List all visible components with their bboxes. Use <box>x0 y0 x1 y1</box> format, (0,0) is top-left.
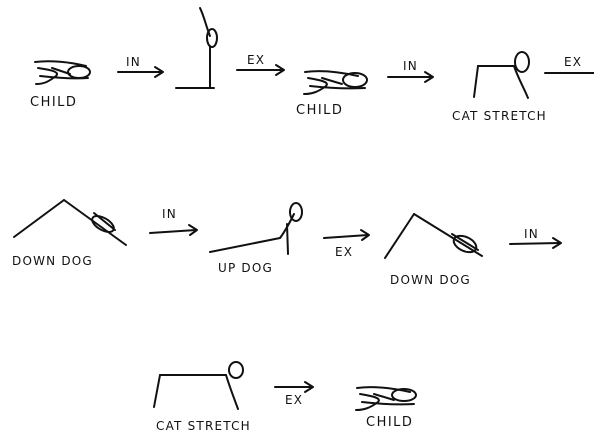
up-dog-figure <box>210 203 302 254</box>
cat-stretch-figure <box>154 362 243 409</box>
pose-label-child: CHILD <box>30 96 77 109</box>
arrow-right <box>324 235 368 238</box>
pose-label-child: CHILD <box>296 104 343 117</box>
pose-label-up-dog: UP DOG <box>218 262 273 274</box>
child-pose-figure <box>304 71 367 94</box>
breath-label-ex: EX <box>285 394 303 406</box>
child-pose-figure <box>35 61 90 84</box>
breath-label-in: IN <box>524 228 539 240</box>
breath-label-in: IN <box>162 208 177 220</box>
breath-label-in: IN <box>126 56 141 68</box>
pose-label-down-dog: DOWN DOG <box>12 255 93 267</box>
down-dog-figure <box>14 200 126 245</box>
pose-label-child: CHILD <box>366 416 413 429</box>
pose-label-cat-stretch: CAT STRETCH <box>452 110 547 122</box>
breath-label-ex: EX <box>335 246 353 258</box>
cat-stretch-figure <box>474 52 529 98</box>
breath-label-in: IN <box>403 60 418 72</box>
down-dog-figure <box>385 214 482 258</box>
child-pose-figure <box>356 387 416 410</box>
standing-figure <box>176 8 217 88</box>
arrow-right <box>510 243 560 244</box>
breath-label-ex: EX <box>247 54 265 66</box>
arrow-right <box>150 230 196 233</box>
breath-label-ex: EX <box>564 56 582 68</box>
pose-label-cat-stretch: CAT STRETCH <box>156 420 251 432</box>
pose-label-down-dog: DOWN DOG <box>390 274 471 286</box>
